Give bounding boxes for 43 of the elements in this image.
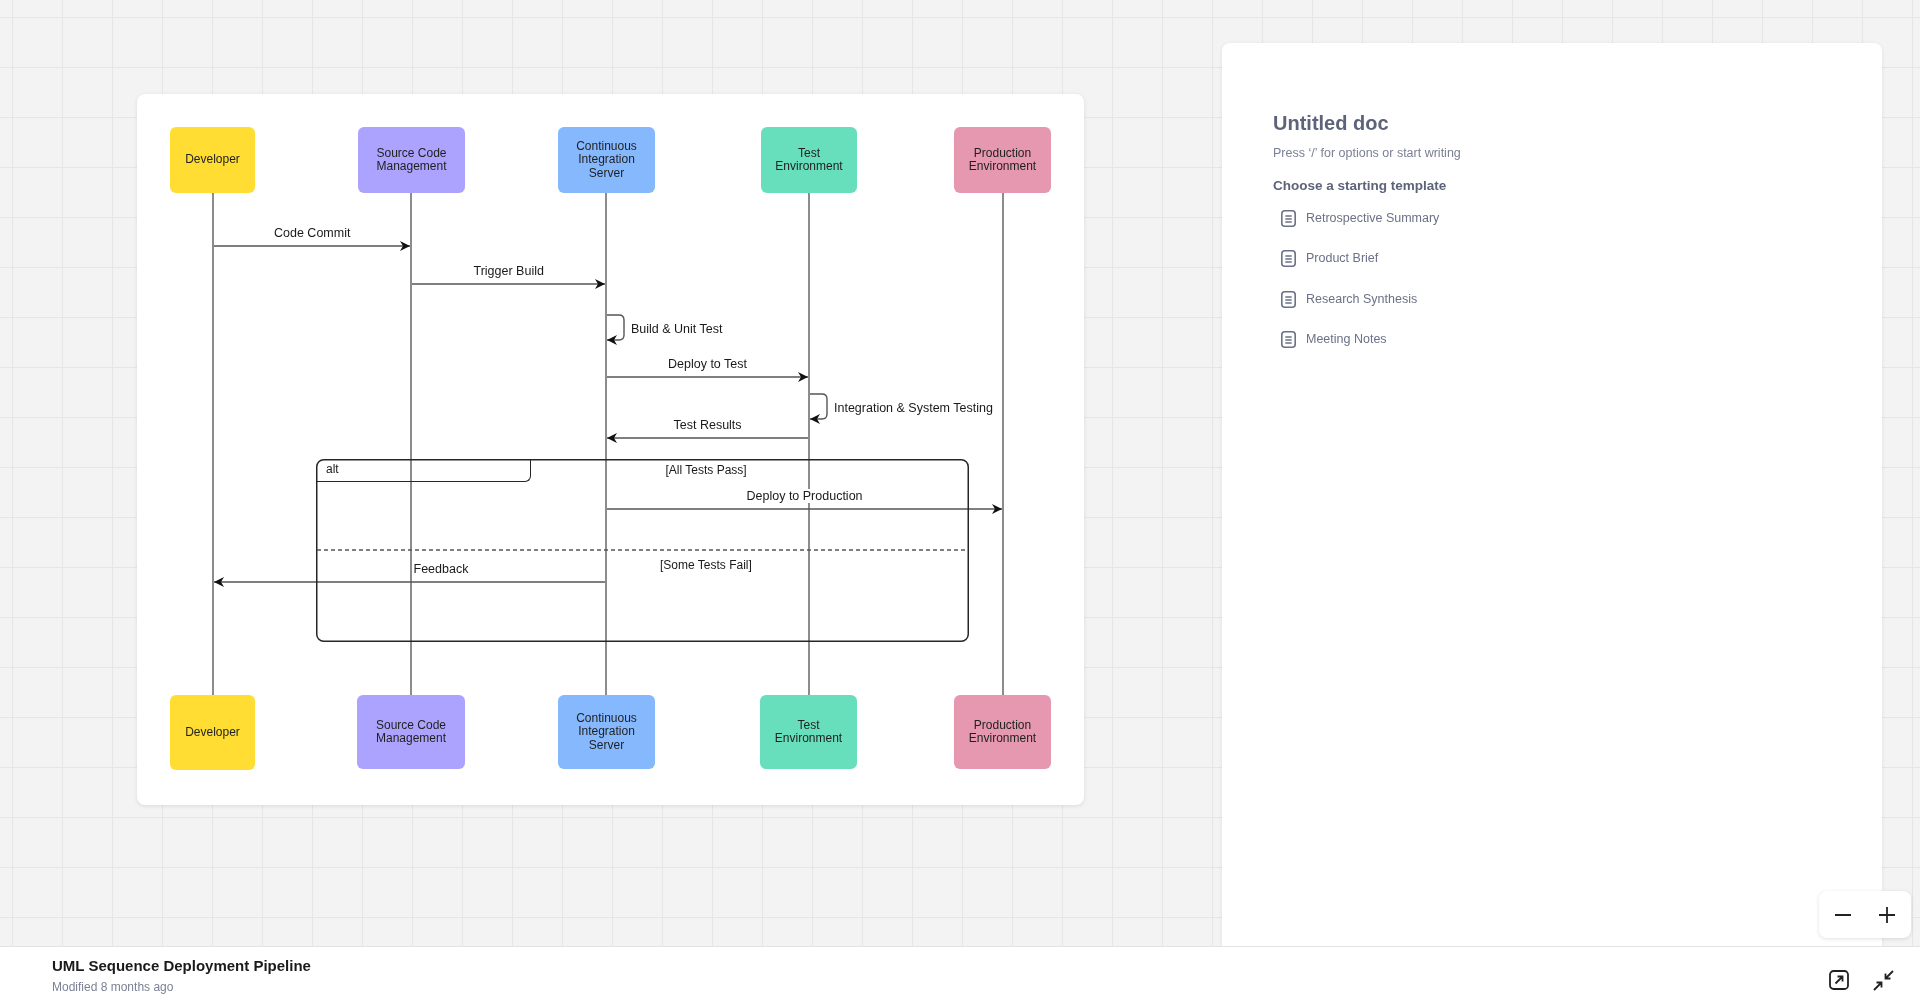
message-label: Deploy to Production bbox=[744, 489, 865, 503]
message-label: Test Results bbox=[671, 418, 744, 432]
template-name: Retrospective Summary bbox=[1306, 210, 1440, 226]
message-label: Build & Unit Test bbox=[629, 321, 725, 336]
message-arrow bbox=[213, 241, 411, 251]
participant-box: Source Code Management bbox=[357, 695, 465, 769]
lifeline bbox=[410, 193, 412, 695]
participant-box: Test Environment bbox=[760, 695, 857, 769]
lifeline bbox=[605, 193, 607, 695]
guard-condition: [All Tests Pass] bbox=[665, 463, 747, 477]
self-message-arrow bbox=[606, 314, 625, 345]
participant-box: Developer bbox=[170, 695, 255, 770]
message-arrow bbox=[606, 504, 1003, 514]
message-arrow bbox=[606, 433, 809, 443]
doc-hint: Press ‘/’ for options or start writing bbox=[1273, 145, 1461, 161]
participant-box: Continuous Integration Server bbox=[558, 127, 655, 193]
template-name: Product Brief bbox=[1306, 250, 1379, 266]
message-arrow bbox=[606, 372, 809, 382]
participant-box: Developer bbox=[170, 127, 255, 193]
message-label: Trigger Build bbox=[471, 264, 546, 278]
participant-box: Test Environment bbox=[761, 127, 857, 193]
message-label: Integration & System Testing bbox=[832, 400, 995, 415]
template-name: Meeting Notes bbox=[1306, 331, 1387, 347]
lifeline bbox=[1002, 193, 1004, 695]
participant-box: Production Environment bbox=[954, 695, 1051, 769]
self-message-arrow bbox=[809, 393, 828, 424]
doc-title: Untitled doc bbox=[1273, 111, 1389, 135]
modified-time: Modified 8 months ago bbox=[52, 980, 174, 994]
guard-condition: [Some Tests Fail] bbox=[660, 558, 752, 572]
board-title: UML Sequence Deployment Pipeline bbox=[52, 957, 311, 975]
participant-box: Continuous Integration Server bbox=[558, 695, 655, 769]
message-arrow bbox=[213, 577, 606, 587]
message-label: Deploy to Test bbox=[666, 357, 749, 371]
participant-box: Source Code Management bbox=[358, 127, 465, 193]
lifeline bbox=[212, 193, 214, 695]
template-heading: Choose a starting template bbox=[1273, 177, 1447, 195]
participant-box: Production Environment bbox=[954, 127, 1051, 193]
template-name: Research Synthesis bbox=[1306, 291, 1418, 307]
message-label: Code Commit bbox=[272, 226, 353, 240]
message-arrow bbox=[411, 279, 606, 289]
message-label: Feedback bbox=[411, 562, 471, 576]
fragment-operator-tab: alt bbox=[316, 459, 531, 482]
lifeline bbox=[808, 193, 810, 695]
